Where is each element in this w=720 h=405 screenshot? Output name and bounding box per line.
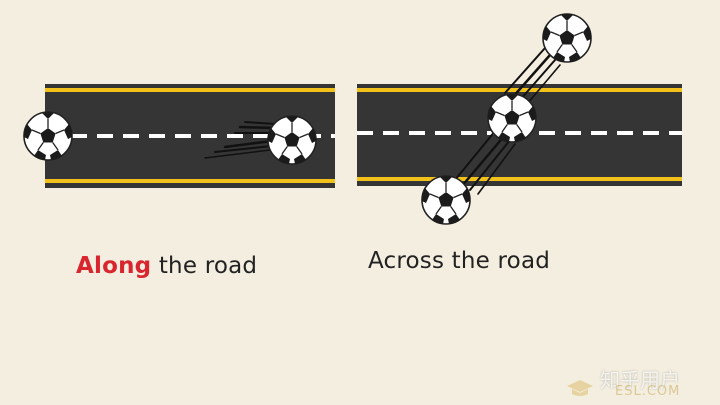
caption-highlight: Along: [76, 253, 152, 279]
motion-lines-icon: [454, 47, 561, 195]
soccer-ball-icon: [421, 175, 471, 225]
soccer-ball-icon: [487, 93, 537, 143]
graduation-cap-icon: [567, 380, 593, 396]
watermark-text: 知乎用户: [600, 368, 680, 392]
caption-across-the-road: Across the road: [368, 248, 551, 274]
caption-along-the-road: Along the road: [76, 253, 257, 279]
watermark-sub: ESL.COM: [615, 384, 681, 399]
soccer-ball-icon: [23, 111, 73, 161]
soccer-ball-icon: [542, 13, 592, 63]
motion-lines-icon: [204, 121, 277, 159]
caption-rest: the road: [151, 253, 258, 279]
soccer-ball-icon: [267, 115, 317, 165]
